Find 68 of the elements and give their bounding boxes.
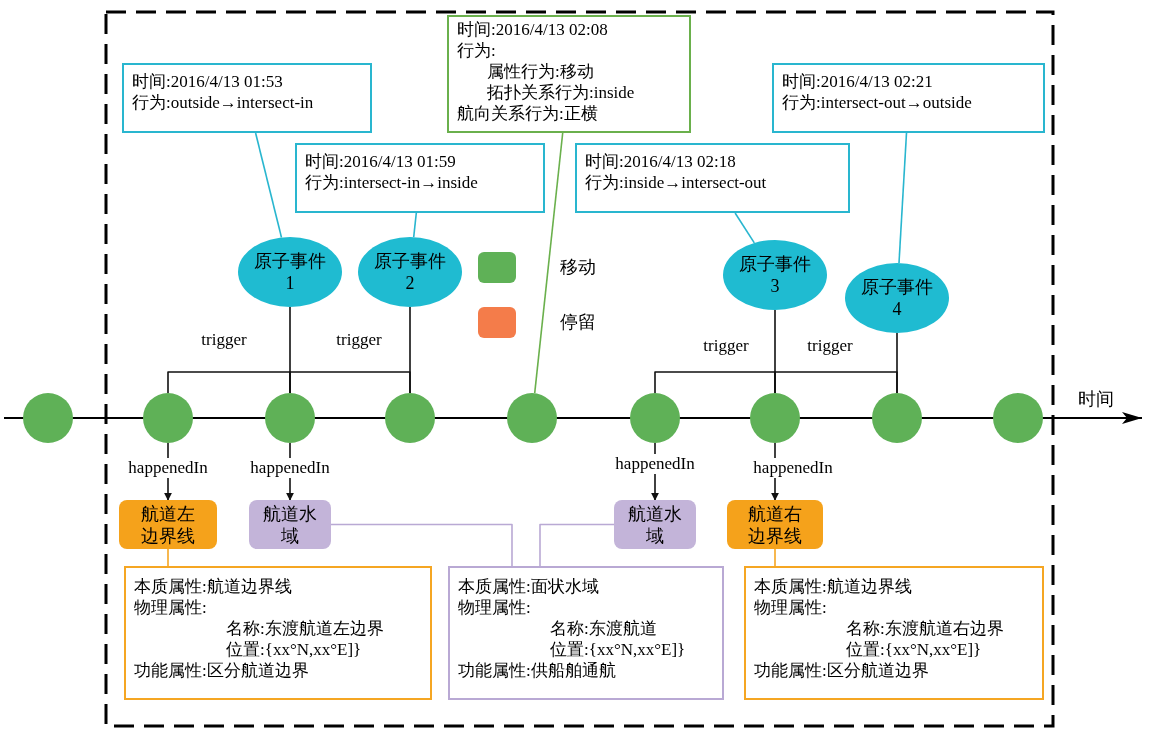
entity-label: 航道左边界线 [140, 502, 196, 547]
callout-text: 行为:outside→intersect-in [132, 92, 314, 113]
attribute-text: 位置:{xx°N,xx°E]} [226, 639, 362, 660]
attribute-text: 功能属性:区分航道边界 [134, 660, 309, 681]
entity-label: 航道水域 [627, 502, 683, 547]
attribute-text: 名称:东渡航道 [550, 618, 657, 639]
callout-box [122, 63, 372, 133]
callout-text: 行为:intersect-in→inside [305, 172, 478, 193]
attribute-text: 本质属性:航道边界线 [134, 576, 292, 597]
connector-line [254, 132, 283, 239]
event-label: 原子事件 [739, 253, 811, 275]
event-label: 4 [892, 298, 902, 320]
entity-box [614, 500, 696, 549]
connector-line [533, 132, 564, 394]
edge-label: happenedIn [613, 454, 697, 474]
callout-box [447, 15, 691, 133]
axis-label: 时间 [1078, 388, 1114, 410]
attribute-text: 功能属性:供船舶通航 [458, 660, 616, 681]
callout-text: 拓扑关系行为:inside [487, 82, 635, 103]
callout-text: 时间:2016/4/13 01:53 [132, 71, 283, 92]
edge-label: happenedIn [126, 458, 210, 478]
callout-text: 航向关系行为:正横 [457, 103, 598, 124]
attribute-text: 位置:{xx°N,xx°E]} [846, 639, 982, 660]
event-label: 原子事件 [374, 250, 446, 272]
legend-label: 停留 [560, 311, 596, 333]
edge-label: happenedIn [751, 458, 835, 478]
entity-box [727, 500, 823, 549]
attribute-text: 物理属性: [458, 597, 531, 618]
attribute-text: 名称:东渡航道右边界 [846, 618, 1004, 639]
entity-label: 航道水域 [262, 502, 318, 547]
callout-box [575, 143, 850, 213]
callout-text: 时间:2016/4/13 01:59 [305, 151, 456, 172]
callout-text: 行为: [457, 40, 496, 61]
event-label: 原子事件 [861, 276, 933, 298]
callout-text: 时间:2016/4/13 02:08 [457, 19, 608, 40]
attribute-text: 功能属性:区分航道边界 [754, 660, 929, 681]
entity-box [119, 500, 217, 549]
connector-line [167, 548, 169, 567]
callout-text: 时间:2016/4/13 02:21 [782, 71, 933, 92]
attribute-text: 本质属性:面状水域 [458, 576, 599, 597]
connector-line [412, 212, 418, 238]
connector-line [734, 212, 756, 244]
attribute-box [124, 566, 432, 700]
attribute-text: 位置:{xx°N,xx°E]} [550, 639, 686, 660]
connector-line [330, 523, 513, 567]
connector-line [774, 548, 776, 567]
attribute-text: 本质属性:航道边界线 [754, 576, 912, 597]
event-label: 2 [405, 272, 415, 294]
event-label: 原子事件 [254, 250, 326, 272]
connector-line [539, 523, 615, 567]
connector-line [898, 132, 908, 264]
attribute-text: 物理属性: [134, 597, 207, 618]
callout-text: 时间:2016/4/13 02:18 [585, 151, 736, 172]
entity-box [249, 500, 331, 549]
callout-box [772, 63, 1045, 133]
callout-text: 属性行为:移动 [487, 61, 594, 82]
attribute-box [744, 566, 1044, 700]
attribute-text: 物理属性: [754, 597, 827, 618]
callout-text: 行为:intersect-out→outside [782, 92, 972, 113]
callout-text: 行为:inside→intersect-out [585, 172, 767, 193]
event-label: 3 [770, 275, 780, 297]
edge-label: happenedIn [248, 458, 332, 478]
legend-label: 移动 [560, 256, 596, 278]
attribute-box [448, 566, 724, 700]
attribute-text: 名称:东渡航道左边界 [226, 618, 384, 639]
entity-label: 航道右边界线 [747, 502, 803, 547]
event-label: 1 [285, 272, 295, 294]
callout-box [295, 143, 545, 213]
